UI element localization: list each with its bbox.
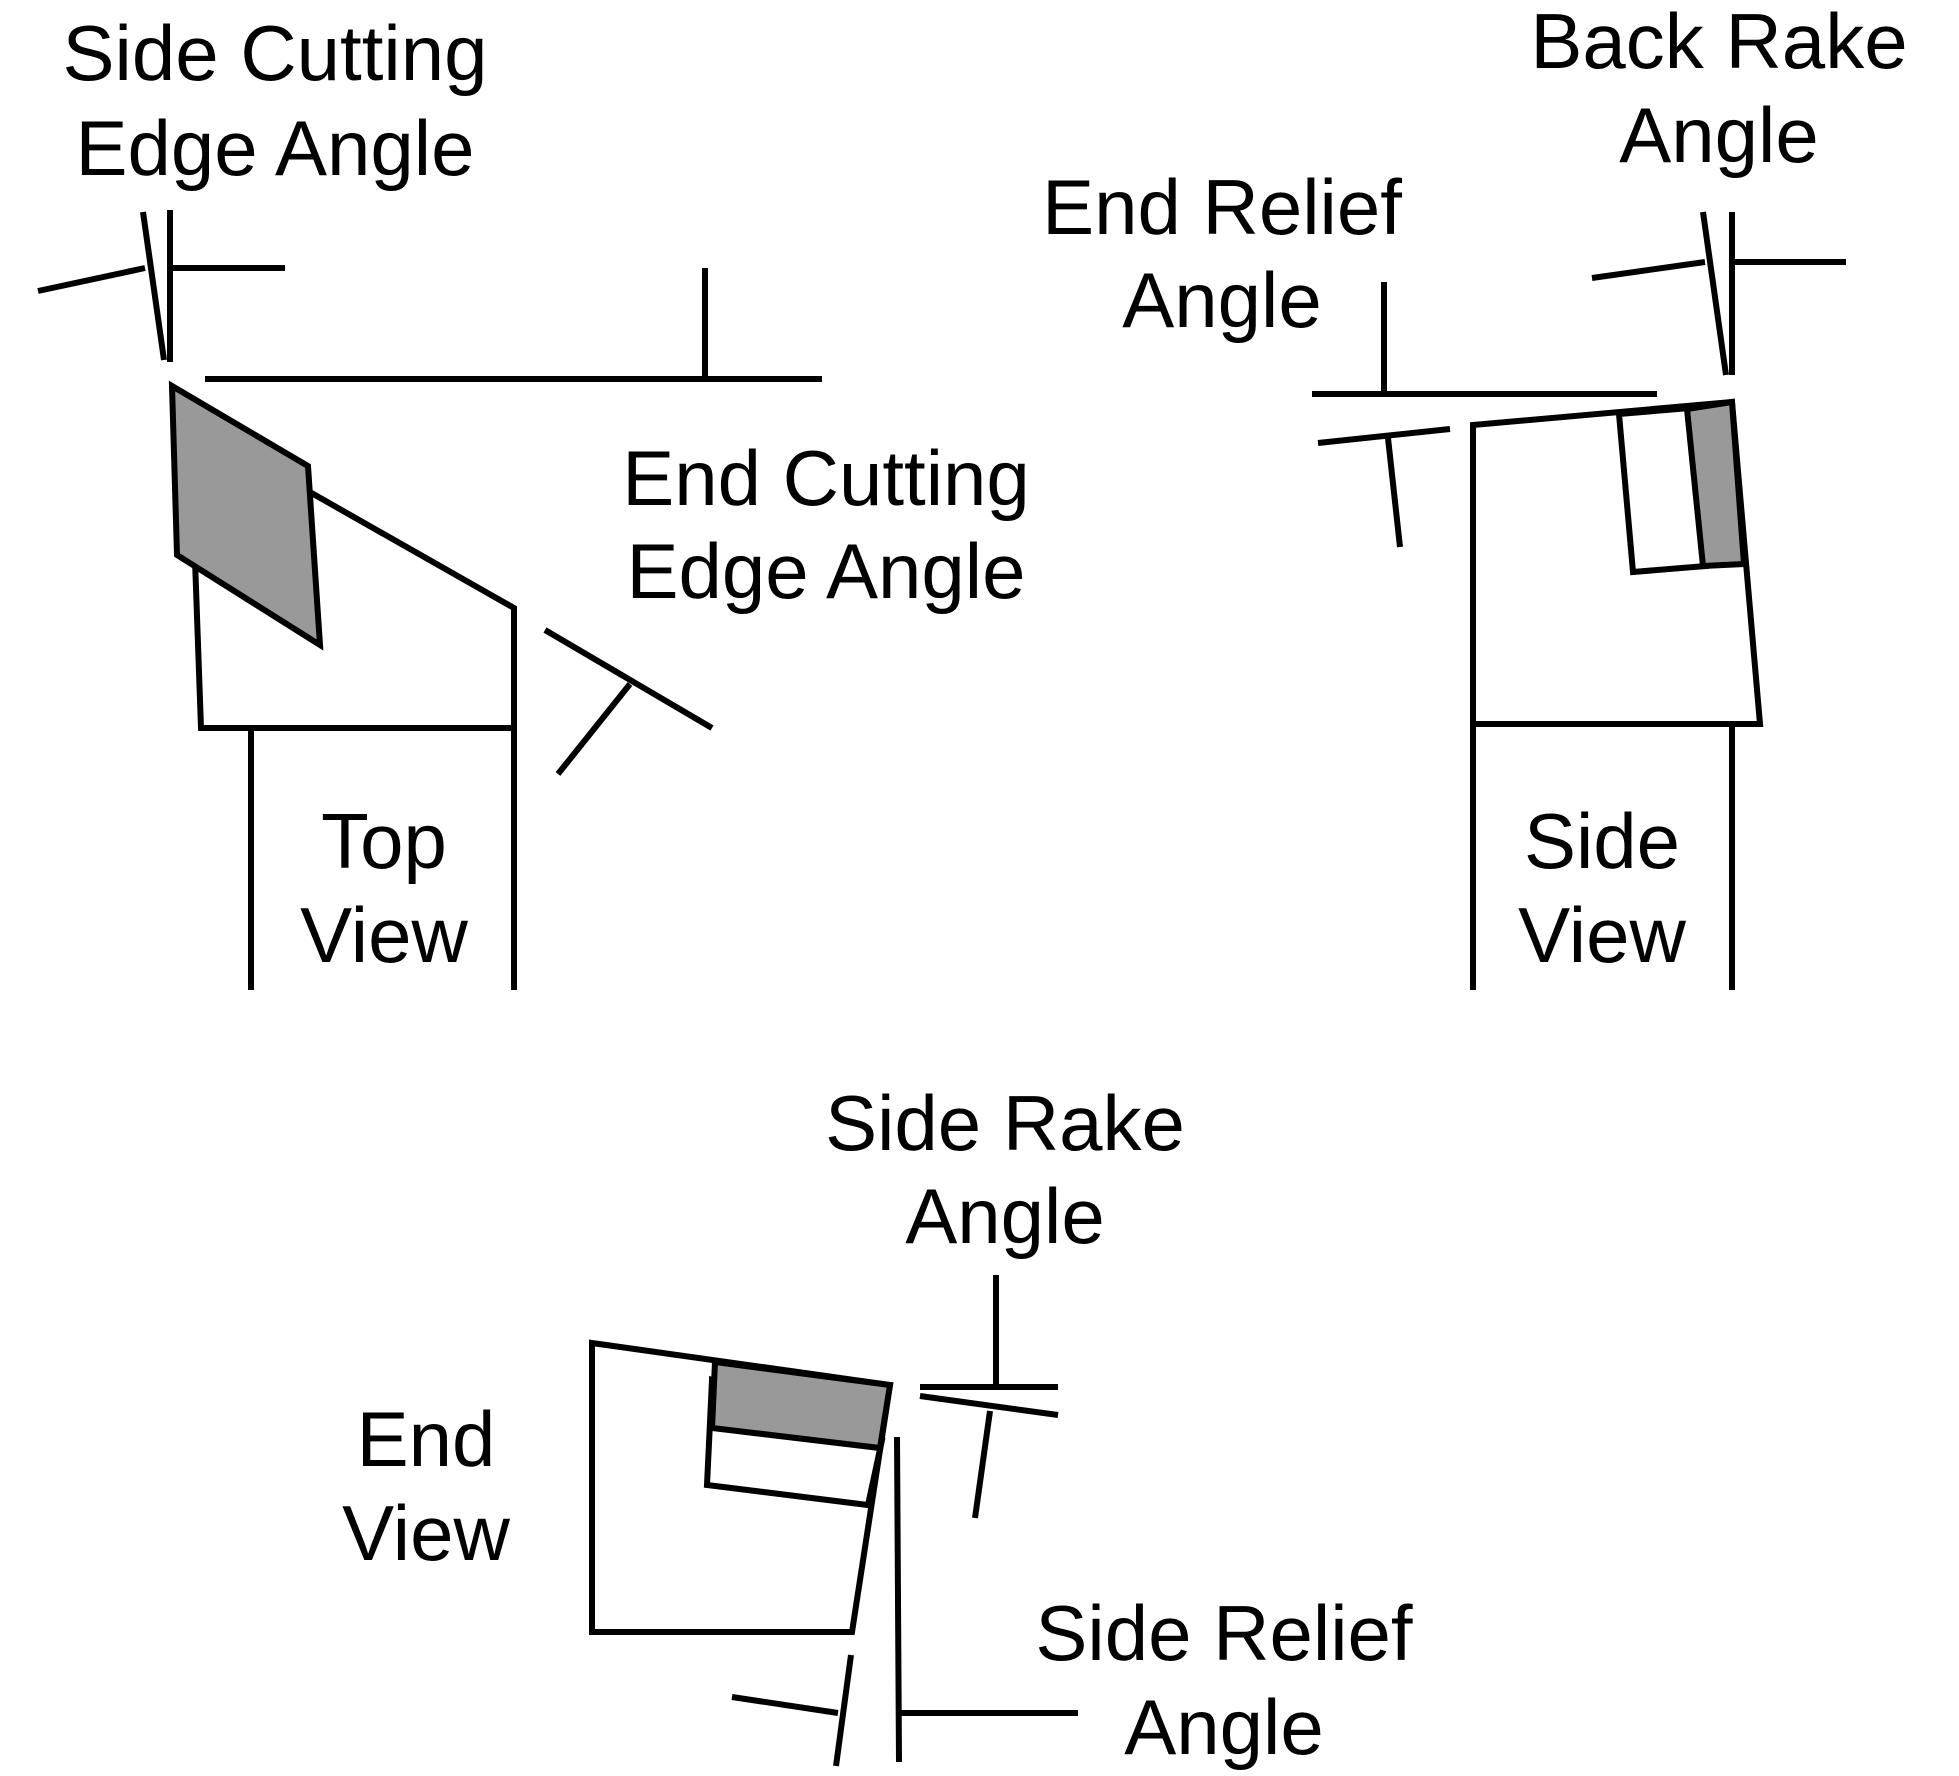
end-relief-angled-line	[1317, 426, 1451, 446]
side-cutting-edge-angle-label-line2: Edge Angle	[75, 104, 474, 192]
back-rake-angled-line	[1700, 211, 1729, 376]
end-cutting-edge-angled-line	[543, 627, 714, 731]
side-relief-angle-label-line1: Side Relief	[1035, 1589, 1413, 1677]
side-relief-left-arrow	[731, 1694, 839, 1716]
side-relief-angle-dimension: Side Relief Angle	[731, 1436, 1413, 1771]
side-rake-angle-label-line1: Side Rake	[825, 1079, 1185, 1167]
side-rake-angle-label-line2: Angle	[905, 1172, 1105, 1260]
side-view-label-line1: Side	[1524, 797, 1680, 885]
end-cutting-edge-angle-label-line2: Edge Angle	[626, 527, 1025, 615]
end-relief-angle-label-line1: End Relief	[1042, 163, 1402, 251]
end-cutting-edge-angle-label-line1: End Cutting	[622, 434, 1030, 522]
end-view-label-line2: View	[342, 1489, 510, 1577]
end-relief-angle-label-line2: Angle	[1122, 256, 1322, 344]
top-view-label-line2: View	[300, 891, 468, 979]
top-view: Top View	[168, 380, 517, 990]
top-view-carbide-insert	[168, 380, 324, 651]
end-cutting-edge-angle-dimension: End Cutting Edge Angle	[205, 268, 1030, 776]
side-relief-angle-label-line2: Angle	[1124, 1683, 1324, 1771]
side-rake-angled-line	[919, 1393, 1059, 1418]
side-cutting-edge-left-arrow	[37, 265, 146, 294]
side-cutting-edge-angle-label-line1: Side Cutting	[63, 9, 488, 97]
side-cutting-edge-angled-line	[140, 211, 167, 361]
side-view-carbide-insert	[1683, 398, 1748, 570]
end-relief-angle-dimension: End Relief Angle	[1042, 163, 1657, 548]
end-view-label-line1: End	[357, 1395, 496, 1483]
back-rake-left-arrow	[1591, 259, 1706, 281]
back-rake-angle-label-line2: Angle	[1619, 91, 1819, 179]
end-relief-up-arrow	[1385, 437, 1403, 548]
side-relief-reference-line	[894, 1436, 902, 1763]
end-view: End View	[342, 1339, 894, 1635]
end-cutting-edge-up-arrow	[555, 682, 633, 776]
side-rake-angle-dimension: Side Rake Angle	[825, 1079, 1185, 1519]
side-view: Side View	[1470, 398, 1764, 990]
side-rake-up-arrow	[972, 1410, 993, 1519]
top-view-label-line1: Top	[321, 797, 447, 885]
back-rake-angle-dimension: Back Rake Angle	[1530, 0, 1908, 376]
side-relief-angled-line	[833, 1654, 854, 1767]
side-cutting-edge-angle-dimension: Side Cutting Edge Angle	[37, 9, 488, 362]
back-rake-angle-label-line1: Back Rake	[1530, 0, 1907, 85]
side-view-label-line2: View	[1518, 891, 1686, 979]
end-view-carbide-insert	[708, 1358, 894, 1452]
